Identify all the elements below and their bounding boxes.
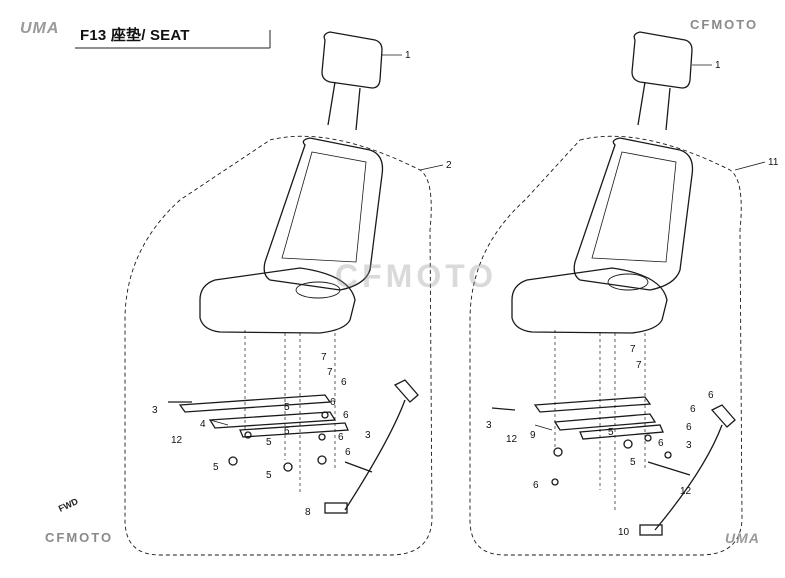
right-callout-10: 10 (618, 527, 630, 538)
left-callout-1: 1 (405, 50, 411, 61)
left-callout-6: 6 (345, 447, 351, 458)
right-headrest (631, 31, 693, 89)
right-callout-6: 6 (708, 390, 714, 401)
right-seat-belt (654, 424, 723, 531)
left-callout-7: 7 (327, 367, 333, 378)
right-belt-anchor (639, 524, 663, 536)
right-callout-6: 6 (533, 480, 539, 491)
left-nut (318, 433, 326, 441)
right-callout-9: 9 (530, 430, 536, 441)
left-nut (244, 431, 252, 439)
left-seat-back (263, 137, 384, 291)
left-slide-rail-lower (208, 411, 337, 429)
left-bolt (317, 455, 327, 465)
left-callout-5: 5 (213, 462, 219, 473)
left-belt-anchor (324, 502, 348, 514)
left-seat-back-inner (281, 151, 367, 263)
cfmoto-logo-top: CFMOTO (690, 17, 759, 32)
left-callout-5: 5 (284, 426, 290, 437)
left-bolt (228, 456, 238, 466)
left-headrest-post-a (327, 81, 336, 126)
left-seat-belt (344, 399, 406, 511)
left-pin (344, 461, 373, 473)
right-callout-12: 12 (506, 434, 518, 445)
right-slide-rail-lower (553, 413, 657, 431)
right-seat-cushion (511, 267, 668, 334)
right-seat-back (573, 137, 694, 291)
left-seat-handle (295, 281, 341, 299)
left-slide-rail-upper (178, 394, 332, 413)
left-callout-12: 12 (171, 435, 183, 446)
right-callout-1: 1 (715, 60, 721, 71)
left-seat-cushion (199, 267, 356, 334)
left-callout-6: 6 (338, 432, 344, 443)
left-nut (321, 411, 329, 419)
left-belt-buckle (393, 379, 419, 403)
right-group-boundary (469, 135, 743, 556)
right-callout-6: 6 (658, 438, 664, 449)
right-assembly (469, 31, 743, 556)
cfmoto-logo-bottom: CFMOTO (45, 530, 114, 545)
left-callout-8: 8 (305, 507, 311, 518)
right-callout-6: 6 (690, 404, 696, 415)
left-callout-5: 5 (266, 437, 272, 448)
left-callout-5: 5 (266, 470, 272, 481)
left-callout-6: 6 (341, 377, 347, 388)
left-slide-rail-base (239, 422, 349, 438)
left-callout-6: 6 (330, 397, 336, 408)
left-callout-3: 3 (365, 430, 371, 441)
left-callout-5: 5 (284, 402, 290, 413)
uma-logo-bottom: UMA (725, 530, 760, 546)
right-callout-7: 7 (636, 360, 642, 371)
right-slide-rail-upper (533, 396, 652, 413)
cfmoto-watermark: CFMOTO (335, 258, 498, 294)
page-title: F13 座垫/ SEAT (80, 27, 190, 44)
right-callout-3: 3 (486, 420, 492, 431)
right-callout-5: 5 (630, 457, 636, 468)
left-assembly (124, 31, 433, 556)
left-callout-4: 4 (200, 419, 206, 430)
left-bolt (283, 462, 293, 472)
left-headrest-post-b (355, 87, 361, 131)
left-headrest (321, 31, 383, 89)
right-seat-handle (607, 273, 649, 291)
right-slide-rail-base (579, 424, 664, 440)
right-callout-11: 11 (768, 157, 779, 168)
left-callout-3: 3 (152, 405, 158, 416)
right-callout-3: 3 (686, 440, 692, 451)
left-callout-2: 2 (446, 160, 452, 171)
leader-lines (209, 54, 766, 431)
right-callout-7: 7 (630, 344, 636, 355)
left-group-boundary (124, 135, 433, 556)
left-callout-7: 7 (321, 352, 327, 363)
right-callout-5: 5 (608, 427, 614, 438)
uma-logo: UMA (20, 20, 60, 37)
right-callout-6: 6 (686, 422, 692, 433)
right-belt-buckle (710, 404, 736, 428)
left-callout-6: 6 (343, 410, 349, 421)
right-callout-12: 12 (680, 486, 692, 497)
